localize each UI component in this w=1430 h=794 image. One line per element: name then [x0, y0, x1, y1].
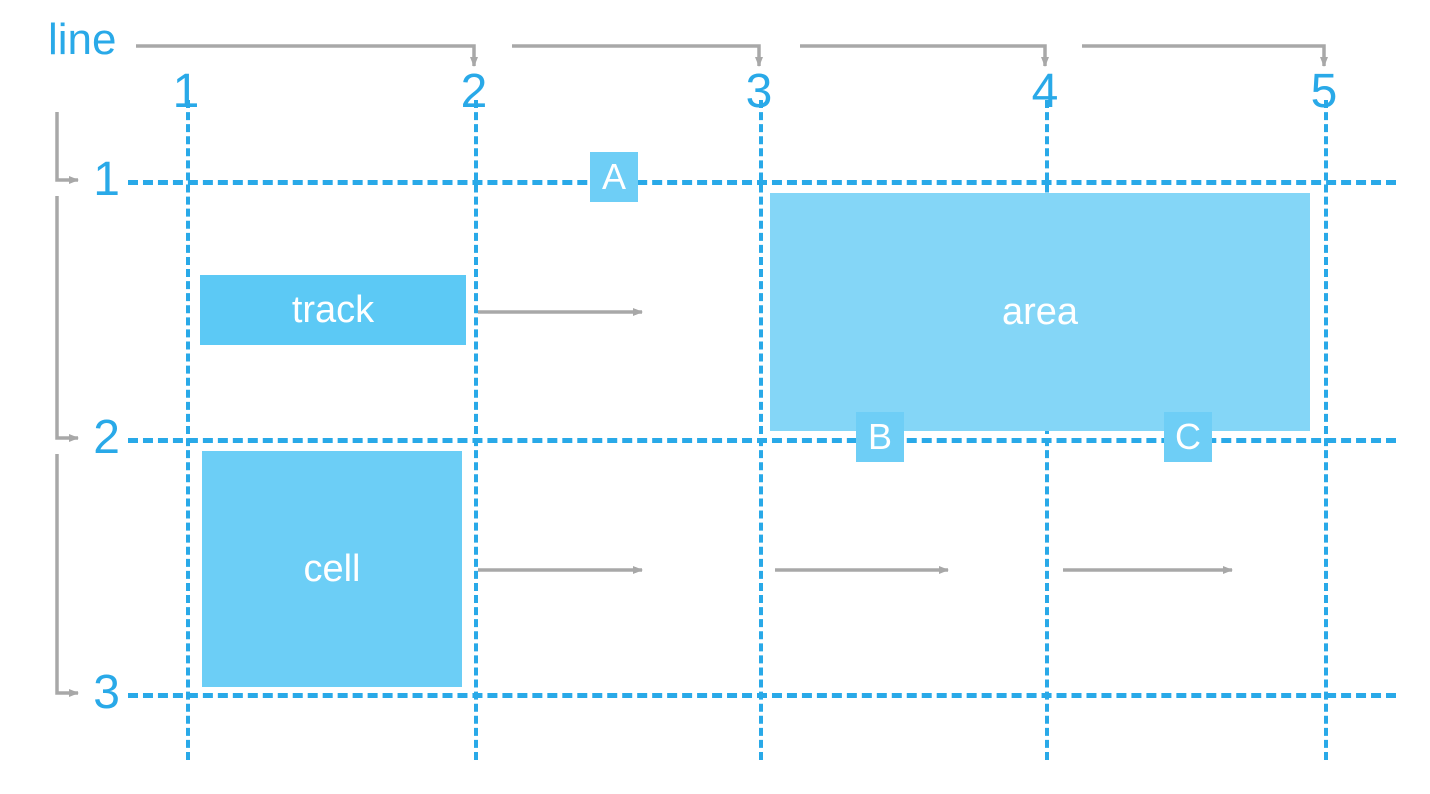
badge-b-label: B	[867, 416, 892, 457]
area-box-label: area	[1001, 290, 1079, 333]
track-box: track	[200, 275, 466, 345]
badge-a-label: A	[601, 156, 626, 197]
column-line-pointers	[136, 44, 1328, 67]
cell-box: cell	[202, 451, 462, 687]
grid-row-line-2	[128, 438, 1396, 443]
cell-box-label: cell	[303, 547, 361, 590]
row-line-label-2: 2	[93, 411, 120, 464]
grid-row-line-3	[128, 693, 1396, 698]
column-line-label-4: 4	[1031, 65, 1059, 118]
row-line-label-3: 3	[93, 666, 120, 719]
badge-c: C	[1164, 412, 1212, 462]
column-line-label-1: 1	[172, 65, 200, 118]
row-line-label-1: 1	[93, 153, 120, 206]
grid-column-line-2	[474, 100, 478, 760]
grid-column-line-5	[1324, 100, 1328, 760]
area-box: area	[770, 193, 1310, 431]
grid-column-line-1	[186, 100, 190, 760]
column-line-label-2: 2	[460, 65, 488, 118]
grid-row-line-1	[128, 180, 1396, 185]
badge-a: A	[590, 152, 638, 202]
column-line-label-5: 5	[1310, 65, 1338, 118]
badge-c-label: C	[1175, 416, 1201, 457]
grid-column-line-3	[759, 100, 763, 760]
row-line-pointers	[55, 112, 79, 697]
track-box-label: track	[291, 288, 375, 331]
line-legend-label: line	[48, 15, 117, 64]
column-line-label-3: 3	[745, 65, 773, 118]
badge-b: B	[856, 412, 904, 462]
